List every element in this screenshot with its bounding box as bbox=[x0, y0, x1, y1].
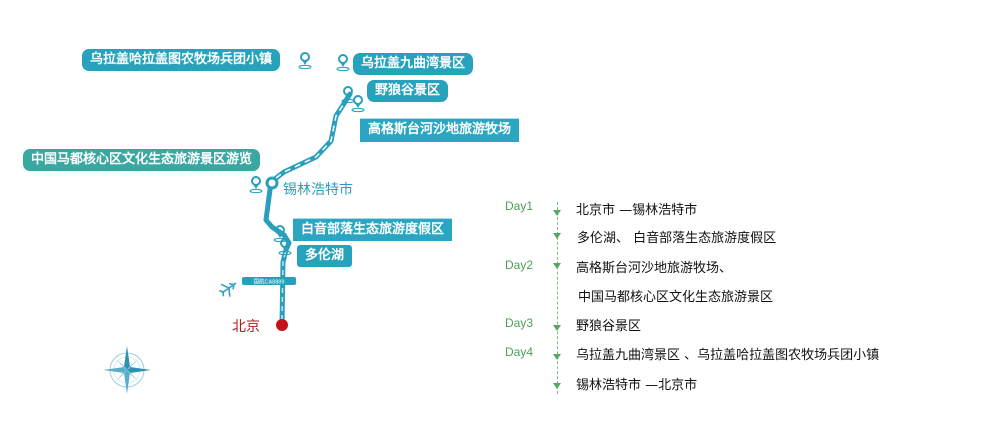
place-tag-jiuqu-bay: 乌拉盖九曲湾景区 bbox=[353, 53, 474, 75]
timeline-arrow-icon bbox=[553, 325, 561, 331]
place-label-xilinhot: 锡林浩特市 bbox=[283, 182, 353, 198]
beijing-marker bbox=[276, 319, 288, 331]
day-label: Day1 bbox=[505, 199, 534, 213]
place-label-beijing: 北京 bbox=[232, 319, 260, 335]
itinerary-item: 高格斯台河沙地旅游牧场、 bbox=[576, 261, 733, 276]
place-tag-gegesitai: 高格斯台河沙地旅游牧场 bbox=[360, 118, 520, 142]
timeline-arrow-icon bbox=[553, 210, 561, 216]
location-pin-icon bbox=[249, 176, 263, 194]
day-label: Day2 bbox=[505, 258, 534, 272]
location-pin-icon bbox=[298, 52, 312, 70]
flight-label: 国航CA8889 bbox=[254, 278, 285, 286]
itinerary-item: 野狼谷景区 bbox=[576, 319, 642, 334]
route-line-south-highlight bbox=[281, 249, 287, 321]
location-pin-icon bbox=[278, 238, 292, 256]
itinerary-item: 多伦湖、 白音部落生态旅游度假区 bbox=[577, 231, 777, 246]
itinerary-item: 中国马都核心区文化生态旅游景区 bbox=[578, 290, 774, 305]
timeline-arrow-icon bbox=[553, 383, 561, 389]
itinerary-timeline: Day1 北京市 —锡林浩特市 多伦湖、 白音部落生态旅游度假区 Day2 高格… bbox=[500, 0, 1002, 423]
location-pin-icon bbox=[351, 95, 365, 113]
route-line-north bbox=[268, 91, 353, 185]
timeline-line bbox=[557, 202, 558, 394]
place-tag-baiyin: 白音部落生态旅游度假区 bbox=[293, 218, 453, 241]
location-pin-icon bbox=[336, 54, 350, 72]
timeline-arrow-icon bbox=[553, 263, 561, 269]
route-line-north-dashes bbox=[275, 101, 346, 179]
place-tag-duolun-lake: 多伦湖 bbox=[297, 245, 353, 267]
route-map: 国航CA8889 bbox=[0, 0, 520, 423]
timeline-arrow-icon bbox=[553, 233, 561, 239]
place-tag-yelanggu: 野狼谷景区 bbox=[367, 80, 449, 102]
route-map-graphics: 国航CA8889 bbox=[103, 52, 365, 394]
location-pin-icon bbox=[273, 225, 287, 243]
itinerary-item: 乌拉盖九曲湾景区 、乌拉盖哈拉盖图农牧场兵团小镇 bbox=[576, 348, 880, 363]
flight-tag: 国航CA8889 bbox=[242, 277, 296, 286]
place-tag-madu: 中国马都核心区文化生态旅游景区游览 bbox=[23, 149, 261, 171]
xilinhot-marker bbox=[265, 176, 279, 190]
compass-rose-icon bbox=[103, 346, 151, 394]
place-tag-wulagai-farm: 乌拉盖哈拉盖图农牧场兵团小镇 bbox=[82, 49, 281, 71]
timeline-arrow-icon bbox=[553, 354, 561, 360]
itinerary-item: 锡林浩特市 —北京市 bbox=[576, 378, 698, 393]
day-label: Day3 bbox=[505, 316, 534, 330]
itinerary-item: 北京市 —锡林浩特市 bbox=[576, 203, 698, 218]
airplane-icon bbox=[219, 282, 237, 297]
day-label: Day4 bbox=[505, 345, 534, 359]
